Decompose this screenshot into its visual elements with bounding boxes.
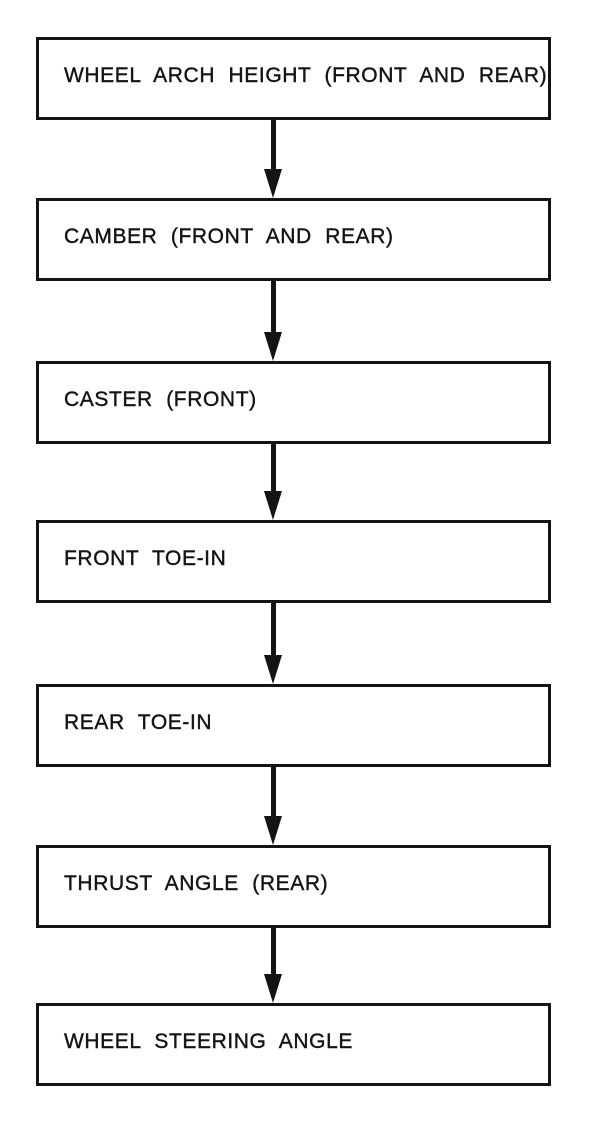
down-arrow-icon xyxy=(262,444,284,520)
arrow-head xyxy=(264,816,282,845)
arrow-stem xyxy=(270,444,276,491)
node-label: REAR TOE-IN xyxy=(64,710,213,734)
arrow-stem xyxy=(270,281,276,332)
node-label: FRONT TOE-IN xyxy=(64,546,227,570)
node-thrust-angle: THRUST ANGLE (REAR) xyxy=(36,845,551,928)
arrow-stem xyxy=(270,928,276,974)
node-wheel-arch-height: WHEEL ARCH HEIGHT (FRONT AND REAR) xyxy=(36,37,551,120)
node-label: WHEEL ARCH HEIGHT (FRONT AND REAR) xyxy=(64,63,548,87)
down-arrow-icon xyxy=(262,603,284,684)
node-label: CAMBER (FRONT AND REAR) xyxy=(64,224,394,248)
node-camber: CAMBER (FRONT AND REAR) xyxy=(36,198,551,281)
down-arrow-icon xyxy=(262,928,284,1003)
down-arrow-icon xyxy=(262,281,284,361)
node-caster: CASTER (FRONT) xyxy=(36,361,551,444)
arrow-head xyxy=(264,491,282,520)
arrow-stem xyxy=(270,767,276,816)
node-front-toe-in: FRONT TOE-IN xyxy=(36,520,551,603)
arrow-head xyxy=(264,332,282,361)
node-label: THRUST ANGLE (REAR) xyxy=(64,871,329,895)
arrow-stem xyxy=(270,603,276,655)
arrow-head xyxy=(264,169,282,198)
arrow-head xyxy=(264,655,282,684)
node-label: CASTER (FRONT) xyxy=(64,387,257,411)
arrow-stem xyxy=(270,120,276,169)
down-arrow-icon xyxy=(262,767,284,845)
node-label: WHEEL STEERING ANGLE xyxy=(64,1029,353,1053)
node-wheel-steering-angle: WHEEL STEERING ANGLE xyxy=(36,1003,551,1086)
down-arrow-icon xyxy=(262,120,284,198)
node-rear-toe-in: REAR TOE-IN xyxy=(36,684,551,767)
arrow-head xyxy=(264,974,282,1003)
